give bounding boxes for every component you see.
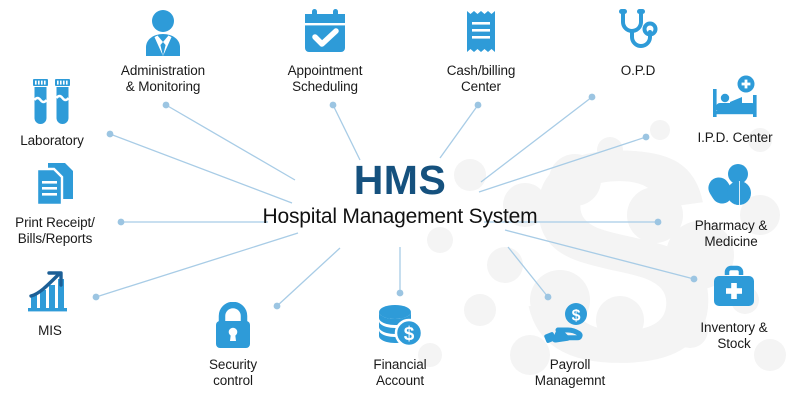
padlock-icon: [158, 302, 308, 354]
test-tubes-icon: [0, 78, 127, 130]
user-tie-icon: [88, 8, 238, 60]
node-administration[interactable]: Administration & Monitoring: [88, 8, 238, 94]
node-label-inventory: Inventory & Stock: [700, 320, 768, 351]
node-cash-billing[interactable]: Cash/billing Center: [406, 8, 556, 94]
node-label-print-receipt: Print Receipt/ Bills/Reports: [15, 215, 95, 246]
page-title: HMS: [353, 157, 447, 203]
node-label-security: Security control: [209, 357, 257, 388]
node-inventory[interactable]: Inventory & Stock: [659, 265, 800, 351]
node-print-receipt[interactable]: Print Receipt/ Bills/Reports: [0, 160, 130, 246]
hub-center: HMS Hospital Management System: [190, 158, 610, 230]
stethoscope-icon: [563, 8, 713, 60]
documents-icon: [0, 160, 130, 212]
receipt-icon: [406, 8, 556, 60]
node-ipd-center[interactable]: I.P.D. Center: [660, 75, 800, 146]
node-label-payroll: Payroll Managemnt: [534, 357, 606, 388]
node-financial[interactable]: $ Financial Account: [325, 302, 475, 388]
coins-dollar-icon: $: [325, 302, 475, 354]
node-label-appointment: Appointment Scheduling: [287, 63, 363, 94]
node-label-laboratory: Laboratory: [20, 133, 84, 148]
node-payroll[interactable]: $ Payroll Managemnt: [495, 302, 645, 388]
node-label-opd: O.P.D: [620, 63, 656, 78]
medical-case-icon: [659, 265, 800, 317]
pills-icon: [656, 163, 800, 215]
svg-text:$: $: [572, 308, 581, 325]
hand-coin-icon: $: [495, 302, 645, 354]
node-label-mis: MIS: [38, 323, 62, 338]
node-appointment[interactable]: Appointment Scheduling: [250, 8, 400, 94]
page-subtitle: Hospital Management System: [262, 205, 538, 228]
growth-chart-icon: [0, 268, 125, 320]
node-opd[interactable]: O.P.D: [563, 8, 713, 79]
node-label-financial: Financial Account: [373, 357, 427, 388]
node-label-pharmacy: Pharmacy & Medicine: [694, 218, 768, 249]
node-label-ipd-center: I.P.D. Center: [697, 130, 773, 145]
node-laboratory[interactable]: Laboratory: [0, 78, 127, 149]
node-label-cash-billing: Cash/billing Center: [446, 63, 516, 94]
hospital-bed-icon: [660, 75, 800, 127]
node-security[interactable]: Security control: [158, 302, 308, 388]
svg-text:$: $: [404, 324, 415, 345]
node-label-administration: Administration & Monitoring: [120, 63, 206, 94]
node-mis[interactable]: MIS: [0, 268, 125, 339]
calendar-check-icon: [250, 8, 400, 60]
svg-text:S: S: [520, 88, 720, 400]
node-pharmacy[interactable]: Pharmacy & Medicine: [656, 163, 800, 249]
